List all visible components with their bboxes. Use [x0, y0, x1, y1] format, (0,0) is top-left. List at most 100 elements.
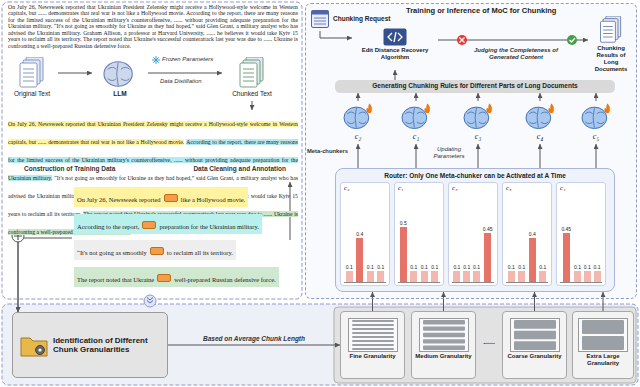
granularity-box: Coarse Granularity	[502, 311, 567, 379]
chunk-end-text: like a Hollywood movie.	[181, 196, 246, 203]
connector-arrow	[603, 292, 604, 311]
bar-value: 0.1	[421, 265, 428, 271]
score-bar	[463, 271, 470, 282]
chunk-boundary-line: “It's not going as smoothlyto reclaim al…	[74, 240, 236, 260]
text-line	[603, 30, 613, 31]
granularity-chunk	[514, 331, 556, 340]
chunking-request: Chunking Request	[309, 7, 395, 31]
score-bar	[539, 271, 546, 282]
bar-column: 0.1	[584, 265, 591, 282]
node-text: Chunking Request	[333, 15, 393, 22]
node-text: c₄	[522, 132, 558, 141]
bar-column: 0.1	[463, 265, 470, 282]
brainF-icon	[524, 103, 556, 131]
request-titlebar	[312, 11, 329, 15]
bar-value: 0.45	[483, 227, 493, 233]
connector-arrow	[148, 73, 222, 74]
connector-arrow	[443, 292, 444, 311]
annotation-label: Construction of Training Data	[24, 165, 115, 172]
chunk-start-text: According to the report,	[77, 223, 139, 230]
chunk-text: According to the report, there are many …	[8, 139, 298, 181]
bar-value: 0.4	[529, 232, 536, 238]
granularity-chunk	[352, 344, 394, 346]
connector-arrow	[416, 144, 417, 168]
text-line	[23, 73, 34, 74]
bar-value: 0.5	[400, 221, 407, 227]
brain-icon	[101, 57, 139, 89]
score-bar	[529, 238, 536, 282]
brainF-icon	[580, 103, 612, 131]
brain-fold	[585, 108, 604, 128]
annotation-label: Updating Parameters	[424, 146, 474, 160]
bar-column: 0.1	[431, 265, 438, 282]
chunking-results: Chunking Results of Long Documents	[588, 14, 634, 78]
bar-area: 0.10.40.10.1	[344, 192, 386, 283]
router-score-chart: c₁0.50.10.10.1	[394, 182, 444, 286]
flame-icon	[549, 104, 554, 113]
node-text: Chunking Results of Long Documents	[590, 45, 632, 73]
score-bar	[574, 271, 581, 282]
flow-chevron-icon	[147, 298, 153, 304]
bar-value: 0.1	[574, 265, 581, 271]
chunk-marker-icon	[150, 247, 164, 255]
brain-shape	[402, 107, 427, 128]
request-window	[312, 11, 329, 28]
chunk-end-text: to reclaim all its territory.	[167, 249, 233, 256]
granularity-chunk	[352, 324, 394, 326]
brain-fold	[347, 108, 366, 128]
brain-shape	[526, 107, 551, 128]
connector-arrow	[320, 31, 352, 38]
router-box: Router: Only One Meta-chunker can be Act…	[335, 168, 615, 292]
distillation-panel	[2, 2, 302, 299]
bar-column: 0.1	[410, 265, 417, 282]
doc-icon	[238, 57, 266, 89]
node-text: Coarse Granularity	[505, 353, 564, 360]
granularity-group	[334, 307, 636, 383]
meta-chunker: c₅	[576, 101, 616, 144]
node-text: Generating Chunking Rules for Different …	[337, 83, 613, 90]
score-bar	[367, 271, 374, 282]
score-bar	[594, 271, 601, 282]
flame-icon	[367, 104, 372, 113]
request-line	[314, 24, 326, 25]
bar-value: 0.1	[377, 265, 384, 271]
score-bar	[518, 271, 525, 282]
bar-value: 0.1	[346, 265, 353, 271]
bar-column: 0.1	[518, 265, 525, 282]
node-text: c₃	[460, 132, 496, 141]
bar-value: 0.4	[356, 232, 363, 238]
brain-fold	[108, 63, 130, 86]
granularity-chunk	[423, 320, 465, 324]
chunked-text-icon: Chunked Text	[222, 55, 282, 101]
meta-chunker: c₄	[520, 101, 560, 144]
granularity-chunk	[423, 326, 465, 330]
text-line	[603, 37, 613, 38]
reject-icon	[460, 38, 465, 43]
chunk-end-text: preparation for the Ukrainian military.	[159, 223, 258, 230]
bar-value: 0.1	[584, 265, 591, 271]
chart-header: c₂	[344, 185, 386, 192]
connector-arrow	[534, 292, 535, 311]
bar-value: 0.1	[473, 265, 480, 271]
granularity-frame	[510, 319, 559, 352]
annotation-label: Data Distillation	[160, 78, 202, 85]
node-text: Edit Distance Recovery Algorithm	[354, 47, 436, 61]
request-line	[314, 21, 326, 22]
page-sheet	[240, 63, 257, 87]
connector-arrow	[358, 93, 359, 101]
bar-value: 0.1	[539, 265, 546, 271]
connector-arrow	[18, 238, 72, 312]
flame-icon	[605, 104, 610, 113]
accept-icon	[570, 38, 576, 42]
gear-shape	[36, 346, 45, 355]
chunk-marker-icon	[142, 221, 156, 229]
granularity-chunk	[514, 341, 556, 350]
granularity-chunk	[352, 340, 394, 342]
text-line	[603, 26, 613, 27]
granularity-panel	[2, 304, 638, 385]
brainF-icon	[342, 103, 374, 131]
request-icon	[311, 10, 329, 28]
brain-shape	[104, 62, 132, 86]
stripes-icon	[578, 318, 628, 352]
